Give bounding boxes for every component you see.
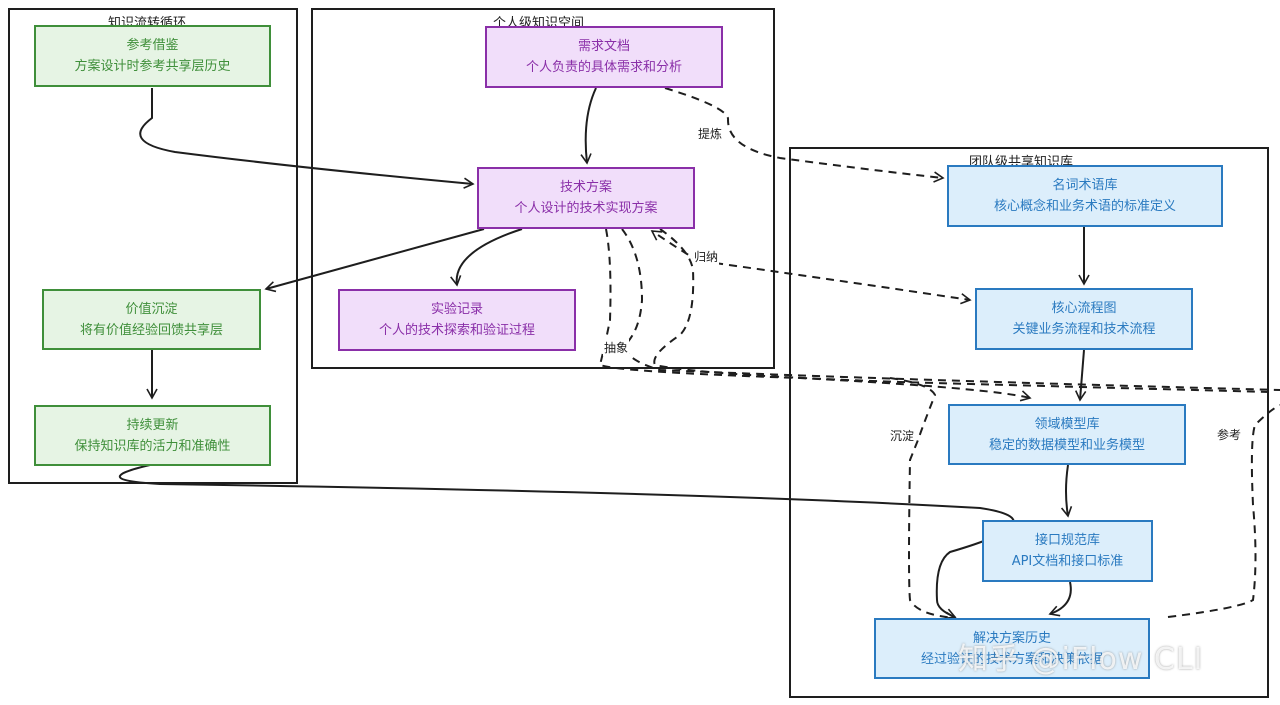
node-tech-plan-desc: 个人设计的技术实现方案 bbox=[514, 201, 658, 216]
edge-requirements-to-techplan bbox=[580, 87, 597, 165]
node-domain-model-title: 领域模型库 bbox=[1034, 416, 1100, 432]
edge-techplan-to-experiment bbox=[450, 228, 523, 287]
node-tech-plan-title: 技术方案 bbox=[559, 180, 612, 195]
edge-settle-to-solution bbox=[889, 377, 957, 623]
edge-label-refine: 提炼 bbox=[697, 125, 724, 142]
edge-api-to-solution bbox=[1048, 581, 1072, 617]
edge-reference-to-techplan bbox=[139, 88, 475, 189]
node-api-spec[interactable]: 接口规范库 API文档和接口标准 bbox=[982, 520, 1153, 582]
node-deposit-title: 价值沉淀 bbox=[125, 301, 178, 317]
node-deposit[interactable]: 价值沉淀 将有价值经验回馈共享层 bbox=[42, 289, 261, 350]
node-api-spec-title: 接口规范库 bbox=[1034, 533, 1100, 548]
node-glossary-desc: 核心概念和业务术语的标准定义 bbox=[993, 199, 1176, 214]
node-experiment[interactable]: 实验记录 个人的技术探索和验证过程 bbox=[338, 289, 576, 351]
edge-techplan-to-domain-abstract-1 bbox=[598, 228, 1032, 402]
node-flowchart-desc: 关键业务流程和技术流程 bbox=[1012, 322, 1156, 337]
node-solution-history-desc: 经过验证的技术方案和决策依据 bbox=[920, 651, 1103, 667]
edge-requirements-to-glossary bbox=[664, 87, 945, 183]
node-requirements[interactable]: 需求文档 个人负责的具体需求和分析 bbox=[485, 26, 723, 88]
edge-label-abstract: 抽象 bbox=[603, 339, 630, 356]
node-flowchart-title: 核心流程图 bbox=[1051, 301, 1117, 316]
edge-domain-to-api bbox=[1060, 464, 1073, 518]
node-deposit-desc: 将有价值经验回馈共享层 bbox=[79, 322, 223, 338]
edge-solution-refer bbox=[1167, 404, 1280, 618]
node-requirements-desc: 个人负责的具体需求和分析 bbox=[525, 60, 682, 75]
node-api-spec-desc: API文档和接口标准 bbox=[1011, 554, 1124, 569]
node-domain-model-desc: 稳定的数据模型和业务模型 bbox=[988, 437, 1145, 453]
watermark-text: 知乎 @iFlow CLI bbox=[958, 642, 1204, 677]
node-reference-desc: 方案设计时参考共享层历史 bbox=[74, 59, 231, 74]
edge-update-to-solution bbox=[118, 464, 1015, 620]
node-flowchart[interactable]: 核心流程图 关键业务流程和技术流程 bbox=[975, 288, 1193, 350]
node-solution-history[interactable]: 解决方案历史 经过验证的技术方案和决策依据 bbox=[874, 618, 1150, 679]
edge-label-refer: 参考 bbox=[1216, 426, 1243, 443]
node-reference-title: 参考借鉴 bbox=[126, 38, 179, 53]
node-reference[interactable]: 参考借鉴 方案设计时参考共享层历史 bbox=[34, 25, 271, 87]
node-glossary-title: 名词术语库 bbox=[1052, 178, 1118, 193]
node-update-desc: 保持知识库的活力和准确性 bbox=[74, 438, 231, 454]
node-experiment-desc: 个人的技术探索和验证过程 bbox=[378, 323, 535, 338]
edge-techplan-to-deposit bbox=[264, 228, 485, 293]
node-tech-plan[interactable]: 技术方案 个人设计的技术实现方案 bbox=[477, 167, 695, 229]
edge-label-settle: 沉淀 bbox=[889, 427, 916, 444]
node-requirements-title: 需求文档 bbox=[577, 39, 630, 54]
node-experiment-title: 实验记录 bbox=[430, 302, 483, 317]
edge-techplan-to-domain-abstract-3 bbox=[653, 228, 1271, 393]
edge-label-induce: 归纳 bbox=[693, 248, 720, 265]
edge-techplan-to-domain-abstract-2 bbox=[621, 228, 1280, 391]
node-update-title: 持续更新 bbox=[126, 417, 179, 433]
node-domain-model[interactable]: 领域模型库 稳定的数据模型和业务模型 bbox=[948, 404, 1186, 465]
node-solution-history-title: 解决方案历史 bbox=[972, 630, 1051, 646]
edge-flowchart-to-domain bbox=[1075, 349, 1087, 402]
node-glossary[interactable]: 名词术语库 核心概念和业务术语的标准定义 bbox=[947, 165, 1223, 227]
node-update[interactable]: 持续更新 保持知识库的活力和准确性 bbox=[34, 405, 271, 466]
edge-techplan-to-flowchart bbox=[714, 262, 972, 305]
